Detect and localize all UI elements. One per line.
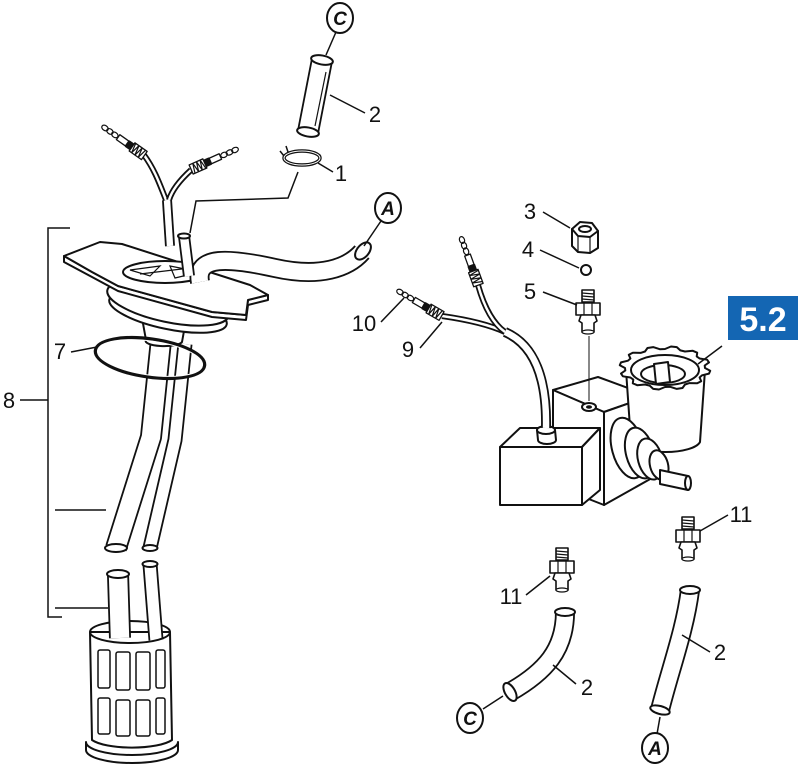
leader-lines: [70, 31, 729, 735]
return-hose-body-inner: [191, 246, 369, 284]
reference-a-top-label: A: [380, 199, 395, 220]
hose-2-top-end-top: [310, 54, 334, 66]
main-tube-break: [104, 543, 128, 553]
strainer-window: [155, 649, 166, 689]
strainer-window: [135, 651, 151, 691]
hose-2-left-end-top: [554, 607, 576, 617]
callout-10: 10: [352, 311, 376, 336]
wire-left-b-inner: [167, 169, 192, 201]
vent-tube-stub-inner: [179, 235, 194, 277]
o-ring-7-inner: [96, 339, 204, 377]
cable-sleeve-right-inner: [503, 329, 550, 429]
hose-2-right-body-inner: [652, 588, 699, 712]
callout-3: 3: [524, 199, 536, 224]
section-badge-background: [728, 296, 798, 340]
pump-shaft: [659, 469, 689, 491]
callout-4: 4: [522, 237, 534, 262]
terminal-right-b: [455, 234, 484, 288]
strainer-front: [85, 631, 179, 764]
strainer-base: [85, 741, 179, 764]
hose-2-left-end-bottom: [502, 681, 518, 703]
terminal-left-a: [98, 121, 148, 161]
pump-coil-side: [581, 427, 601, 506]
wire-right-b-inner: [476, 284, 506, 333]
wire-left-a-inner: [143, 154, 168, 201]
narrow-tube-lower-break: [141, 560, 159, 568]
callout-11-right: 11: [730, 502, 753, 527]
callout-8: 8: [3, 388, 15, 413]
callout-2-left: 2: [581, 675, 593, 700]
fitting-11-right: [675, 516, 701, 562]
callout-11-left: 11: [500, 584, 523, 609]
callout-2-right: 2: [714, 640, 726, 665]
hose-2-top-end-bottom: [296, 126, 320, 138]
section-badge-label: 5.2: [739, 301, 786, 339]
strainer-window: [97, 697, 111, 735]
return-hose: [189, 241, 372, 284]
fitting-11-left: [549, 547, 575, 593]
seal-4: [580, 264, 592, 276]
callout-1: 1: [335, 161, 347, 186]
suction-tubes: [104, 338, 193, 641]
pump-shaft-end: [684, 475, 692, 491]
bracket-8: [20, 227, 108, 618]
hose-2-right: [649, 585, 701, 716]
pump-cap-stem: [653, 361, 671, 385]
strainer-window: [115, 651, 131, 691]
section-badge: 5.2: [728, 296, 798, 340]
reference-c-bottom-label: C: [463, 709, 477, 730]
hose-2-left: [502, 607, 576, 703]
return-hose-end: [354, 241, 372, 261]
strainer-window: [135, 699, 151, 737]
callout-7: 7: [54, 339, 66, 364]
o-ring-7: [93, 335, 207, 381]
terminal-10: [393, 285, 445, 321]
cable-sleeve-left-inner: [163, 199, 174, 247]
clip-pointer-line: [189, 171, 299, 234]
main-tube-lower-inner: [108, 573, 130, 639]
narrow-tube-break: [141, 544, 159, 552]
strainer-window: [155, 697, 166, 735]
hose-2-top: [296, 54, 334, 138]
pump-wiring: [393, 234, 552, 429]
strainer-window: [97, 649, 111, 689]
callout-9: 9: [402, 337, 414, 362]
reference-c-top-label: C: [333, 9, 347, 30]
fuel-pump: [499, 345, 712, 506]
hose-2-right-end-bottom: [649, 704, 671, 716]
main-tube-upper-inner: [107, 339, 171, 551]
reference-a-bottom-label: A: [647, 739, 662, 760]
strainer-window: [115, 699, 131, 737]
callout-5: 5: [524, 279, 536, 304]
vent-tube-end: [177, 232, 191, 240]
sender-wiring: [98, 121, 241, 202]
hose-2-left-body-inner: [505, 611, 574, 700]
hose-clip-1: [279, 145, 322, 167]
narrow-tube-lower-inner: [144, 563, 162, 641]
nut-3: [571, 221, 599, 254]
fitting-5: [575, 289, 601, 335]
terminal-left-b: [188, 143, 241, 175]
hose-2-right-end-top: [679, 585, 701, 595]
main-tube-lower-break: [106, 569, 130, 579]
callout-2-top: 2: [369, 102, 381, 127]
reference-c-top: C: [326, 2, 354, 34]
reference-a-top: A: [374, 192, 402, 224]
pump-coil-front: [499, 446, 583, 506]
reference-c-bottom: C: [456, 702, 484, 734]
reference-a-bottom: A: [641, 732, 669, 764]
hose-2-top-body-inner: [298, 58, 332, 134]
